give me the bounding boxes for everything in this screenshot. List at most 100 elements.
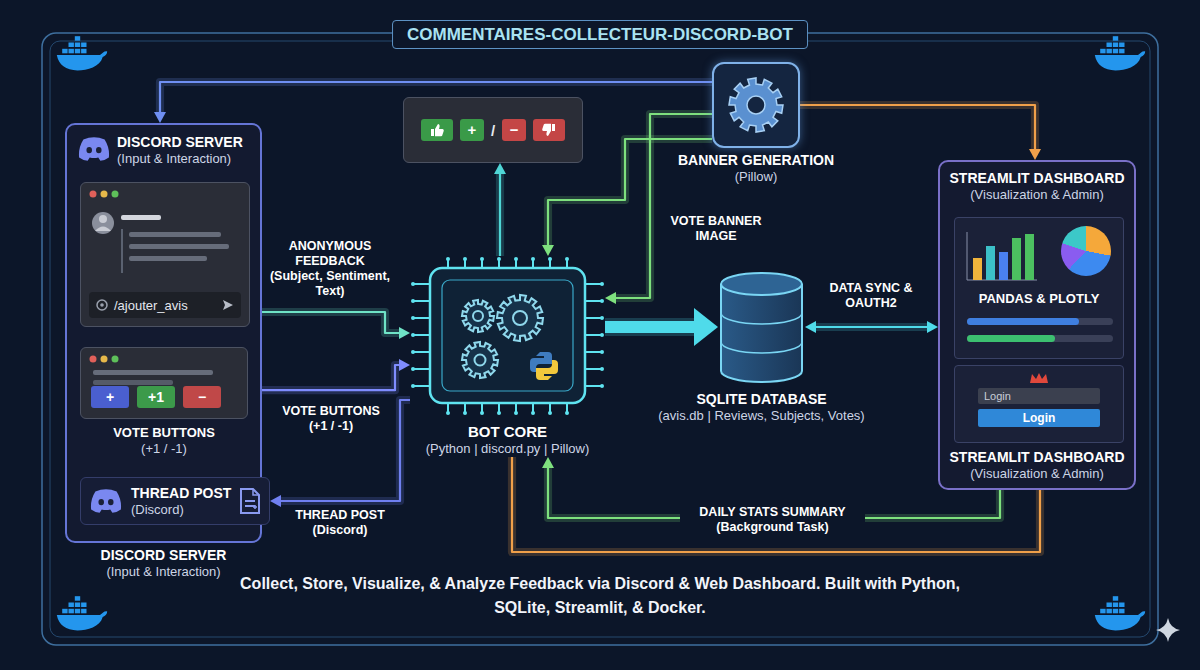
chart-caption: PANDAS & PLOTLY <box>955 290 1123 307</box>
line-shape <box>585 317 602 319</box>
line-shape <box>413 300 430 302</box>
arrow-head <box>494 163 506 174</box>
circle-shape <box>513 311 527 325</box>
rect-shape <box>129 232 221 237</box>
box-subtitle: (avis.db | Reviews, Subjects, Votes) <box>658 408 864 424</box>
circle-shape <box>600 350 604 354</box>
edge-label: VOTE BANNER IMAGE <box>660 213 772 245</box>
arrow-head <box>927 321 938 333</box>
rect-shape <box>430 268 585 403</box>
box-subtitle: (Pillow) <box>678 169 834 185</box>
box-heading: SQLITE DATABASE <box>658 391 864 408</box>
arrow-head <box>542 245 554 256</box>
thread-post-box: THREAD POST(Discord) <box>80 477 270 525</box>
connector-line <box>614 114 712 298</box>
panel-heading: DISCORD SERVER <box>117 134 243 151</box>
connector-glow <box>248 365 401 390</box>
chat-placeholder <box>89 205 239 285</box>
circle-shape <box>497 257 501 261</box>
circle-shape <box>411 350 415 354</box>
panel-subtitle: (Input & Interaction) <box>117 151 243 167</box>
svg-shape <box>714 64 798 146</box>
connector-line <box>250 312 401 333</box>
circle-shape <box>411 384 415 388</box>
path-shape <box>729 78 783 132</box>
path-shape <box>721 313 802 353</box>
circle-shape <box>101 356 108 363</box>
line-shape <box>585 385 602 387</box>
connector <box>805 321 938 333</box>
svg-shape <box>965 230 1039 282</box>
vote-window: ++1−VOTE BUTTONS(+1 / -1) <box>80 347 248 419</box>
diagram-title: COMMENTAIRES-COLLECTEUR-DISCORD-BOT <box>392 20 808 49</box>
rect-shape <box>986 246 995 280</box>
circle-shape <box>475 355 486 366</box>
svg-shape <box>96 299 108 311</box>
circle-shape <box>600 384 604 388</box>
circle-shape <box>600 367 604 371</box>
thumb-icon <box>430 123 444 137</box>
circle-shape <box>565 257 569 261</box>
connector <box>605 308 718 346</box>
command-text: /ajouter_avis <box>114 298 216 313</box>
panel-subtitle: (Visualization & Admin) <box>940 466 1134 482</box>
rect-shape <box>93 380 173 385</box>
rect-shape <box>50 41 1150 637</box>
gear-icon <box>714 64 798 146</box>
connector <box>250 312 410 339</box>
ellipse-shape <box>108 499 114 505</box>
arrow-head <box>399 359 410 371</box>
window-dots <box>88 354 128 364</box>
path-shape <box>462 342 498 378</box>
connector-line <box>800 105 1035 151</box>
rect-shape <box>42 33 1158 645</box>
circle-shape <box>97 300 107 310</box>
window-dots <box>88 189 128 199</box>
path-shape <box>721 284 802 382</box>
chip-heading: BOT CORE <box>410 422 605 441</box>
edge-label: ANONYMOUS FEEDBACK (Subject, Sentiment, … <box>266 238 394 300</box>
circle-shape <box>565 411 569 415</box>
svg-shape <box>542 123 556 137</box>
rect-shape <box>129 244 229 249</box>
outside-heading: DISCORD SERVER(Input & Interaction) <box>101 547 227 580</box>
arrow-head <box>399 327 410 339</box>
line-shape <box>413 317 430 319</box>
connector-glow <box>814 323 929 331</box>
svg-shape <box>967 316 1113 346</box>
command-icon <box>96 299 108 311</box>
panel-heading: STREAMLIT DASHBOARD <box>940 449 1134 466</box>
path-shape <box>241 489 259 513</box>
connector <box>248 359 410 390</box>
circle-shape <box>480 411 484 415</box>
circle-shape <box>600 333 604 337</box>
path-shape <box>536 360 558 380</box>
line-shape <box>413 351 430 353</box>
svg-shape <box>89 205 239 285</box>
circle-shape <box>112 356 119 363</box>
g-shape <box>542 124 555 136</box>
box-subtitle: (+1 / -1) <box>113 441 215 457</box>
ellipse-shape <box>86 147 92 153</box>
rect-shape <box>967 335 1113 342</box>
circle-shape <box>600 316 604 320</box>
circle-shape <box>446 257 450 261</box>
document-icon <box>239 487 261 515</box>
outside-heading: BANNER GENERATION(Pillow) <box>678 152 834 185</box>
g-shape <box>530 352 558 380</box>
vote-button: − <box>183 386 221 408</box>
line-shape <box>413 385 430 387</box>
circle-shape <box>446 411 450 415</box>
circle-shape <box>112 191 119 198</box>
path-shape <box>431 124 444 136</box>
banner-button: + <box>460 119 484 141</box>
circle-shape <box>473 311 483 321</box>
rect-shape <box>967 335 1055 342</box>
text-holder: PANDAS & PLOTLY <box>955 290 1123 307</box>
circle-shape <box>531 257 535 261</box>
line-shape <box>585 334 602 336</box>
connector-line <box>248 365 401 390</box>
vote-button: + <box>91 386 129 408</box>
path-shape <box>542 124 555 136</box>
